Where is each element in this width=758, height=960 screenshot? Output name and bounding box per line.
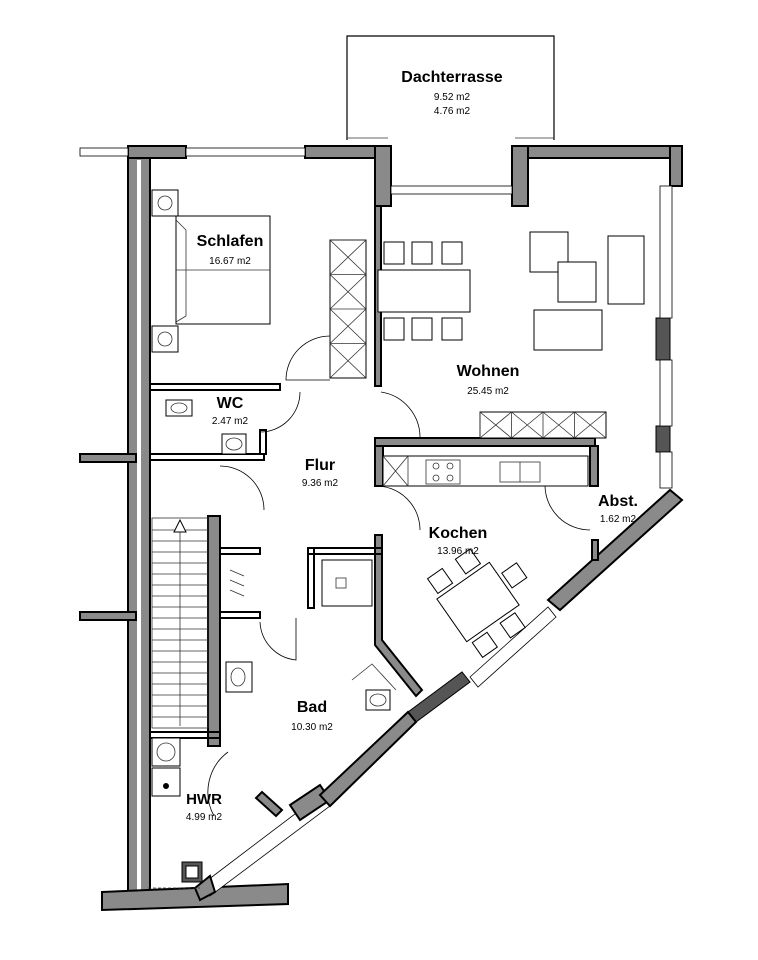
- bedroom-furniture: [151, 189, 367, 379]
- label-abst: Abst.: [598, 493, 638, 510]
- kitchen-furniture: [382, 455, 589, 659]
- area-wohnen: 25.45 m2: [467, 386, 509, 397]
- bath-fixtures: [225, 559, 397, 711]
- label-hwr: HWR: [186, 791, 222, 808]
- facade-windows: [79, 147, 684, 902]
- area-kochen: 13.96 m2: [437, 546, 479, 557]
- area-schlafen: 16.67 m2: [209, 256, 251, 267]
- label-flur: Flur: [305, 457, 335, 474]
- exterior-walls: [101, 145, 683, 912]
- area2-dachterrasse: 4.76 m2: [434, 106, 471, 117]
- area-dachterrasse: 9.52 m2: [434, 92, 471, 103]
- staircase: [151, 517, 209, 729]
- area-flur: 9.36 m2: [302, 478, 339, 489]
- label-schlafen: Schlafen: [197, 233, 264, 250]
- roof-terrace: [346, 35, 555, 140]
- area-bad: 10.30 m2: [291, 722, 333, 733]
- label-bad: Bad: [297, 699, 327, 716]
- living-furniture: [377, 231, 645, 439]
- label-kochen: Kochen: [429, 525, 488, 542]
- hwr-fixtures: [148, 737, 203, 889]
- wc-fixtures: [165, 399, 247, 455]
- label-wc: WC: [217, 395, 244, 412]
- label-wohnen: Wohnen: [457, 363, 520, 380]
- room-labels: Dachterrasse 9.52 m2 4.76 m2 Schlafen 16…: [186, 69, 638, 823]
- area-hwr: 4.99 m2: [186, 812, 223, 823]
- area-wc: 2.47 m2: [212, 416, 249, 427]
- label-dachterrasse: Dachterrasse: [401, 69, 503, 86]
- area-abst: 1.62 m2: [600, 514, 637, 525]
- doors: [207, 335, 591, 817]
